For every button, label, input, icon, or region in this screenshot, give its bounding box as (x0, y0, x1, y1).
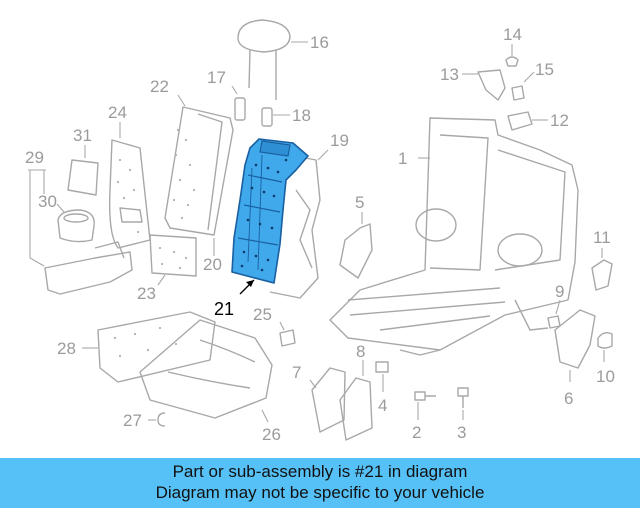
part-cap-10[interactable] (597, 331, 613, 349)
part-clip-9[interactable] (547, 315, 561, 329)
label-31: 31 (73, 126, 92, 145)
part-cap-14[interactable] (505, 56, 519, 67)
label-22: 22 (150, 77, 169, 96)
part-bracket-25[interactable] (279, 329, 296, 347)
label-4: 4 (378, 396, 387, 415)
label-19: 19 (330, 131, 349, 150)
label-14: 14 (503, 25, 522, 44)
part-seat-frame-1[interactable] (329, 117, 579, 356)
part-cover-7[interactable] (311, 367, 346, 433)
label-21: 21 (214, 299, 234, 319)
part-headrest-guide-18[interactable] (261, 107, 273, 127)
footer-line-1: Part or sub-assembly is #21 in diagram (172, 462, 468, 481)
label-7: 7 (292, 363, 301, 382)
label-5: 5 (355, 193, 364, 212)
parts-diagram: 16 17 18 22 24 31 29 (25, 19, 615, 444)
part-plate-15[interactable] (511, 85, 525, 101)
label-29: 29 (25, 148, 44, 167)
label-9: 9 (555, 282, 564, 301)
part-seat-cushion-26[interactable] (139, 319, 273, 419)
part-bracket-13[interactable] (477, 69, 506, 101)
label-1: 1 (398, 149, 407, 168)
part-bracket-5[interactable] (339, 223, 373, 279)
part-headrest-guide-17[interactable] (234, 97, 246, 121)
label-25: 25 (253, 305, 272, 324)
label-17: 17 (207, 68, 226, 87)
label-2: 2 (412, 423, 421, 442)
part-clip-4[interactable] (375, 361, 389, 373)
label-10: 10 (596, 367, 615, 386)
label-18: 18 (292, 106, 311, 125)
label-6: 6 (564, 389, 573, 408)
label-30: 30 (38, 192, 57, 211)
part-panel-24[interactable] (108, 139, 151, 249)
label-3: 3 (457, 423, 466, 442)
part-clip-27[interactable] (157, 412, 166, 427)
part-latch-12[interactable] (507, 111, 533, 131)
label-13: 13 (440, 65, 459, 84)
label-16: 16 (310, 33, 329, 52)
footer-banner: Part or sub-assembly is #21 in diagram D… (0, 458, 640, 508)
label-27: 27 (123, 411, 142, 430)
label-12: 12 (550, 111, 569, 130)
part-pad-31[interactable] (67, 159, 99, 196)
back-panel-texture (172, 128, 196, 220)
part-cover-8[interactable] (339, 377, 373, 441)
part-back-cover-19[interactable] (269, 154, 321, 299)
label-24: 24 (108, 103, 127, 122)
part-headrest[interactable] (237, 19, 291, 100)
label-15: 15 (535, 60, 554, 79)
label-28: 28 (57, 339, 76, 358)
part-back-panel[interactable] (164, 106, 234, 236)
label-20: 20 (203, 255, 222, 274)
part-cushion-pad-28[interactable] (97, 311, 216, 383)
part-bolt-3[interactable] (457, 387, 469, 408)
part-cover-6[interactable] (554, 309, 596, 369)
part-cupholder-30[interactable] (57, 209, 95, 243)
part-armrest-tray[interactable] (44, 241, 133, 295)
label-8: 8 (356, 342, 365, 361)
part-knob-11[interactable] (591, 259, 613, 291)
label-23: 23 (137, 284, 156, 303)
part-pad-20[interactable] (149, 234, 197, 277)
part-bolt-2[interactable] (414, 391, 436, 401)
footer-line-2: Diagram may not be specific to your vehi… (155, 483, 485, 502)
label-11: 11 (593, 228, 611, 247)
label-26: 26 (262, 425, 281, 444)
part-highlighted-pad-21[interactable] (231, 138, 309, 284)
